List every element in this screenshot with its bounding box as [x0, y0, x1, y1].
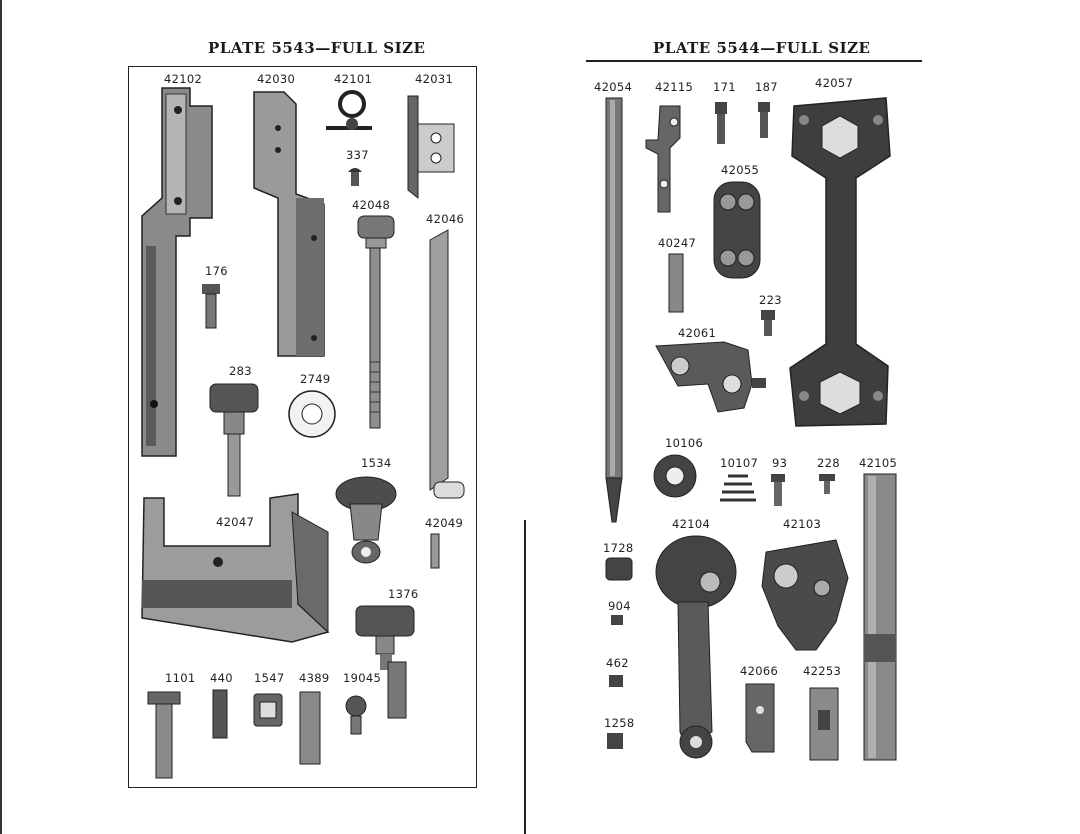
nut-1547-illustration [253, 693, 283, 727]
link-42055-illustration [713, 181, 761, 279]
screw-176-illustration [202, 284, 220, 329]
right-plate-title: PLATE 5544—FULL SIZE [653, 39, 871, 57]
part-label: 337 [346, 148, 369, 162]
wrench-42057-illustration [789, 97, 891, 427]
page-edge [0, 0, 2, 834]
part-label: 171 [713, 80, 736, 94]
part-label: 223 [759, 293, 782, 307]
clamp-42061-illustration [655, 341, 766, 413]
screw-171-illustration [715, 102, 727, 144]
part-label: 93 [772, 456, 788, 470]
part-label: 42066 [740, 664, 779, 678]
long-bracket-illustration [141, 87, 213, 457]
part-label: 10106 [665, 436, 704, 450]
shaft-42105-illustration [863, 473, 897, 761]
part-label: 42054 [594, 80, 633, 94]
part-label: 42105 [859, 456, 898, 470]
part-label: 462 [606, 656, 629, 670]
nut-1728-illustration [605, 557, 633, 581]
bracket-42115-illustration [645, 105, 681, 213]
screw-337-illustration [348, 168, 362, 186]
screw-93-illustration [771, 474, 785, 506]
right-plate-rule [586, 60, 922, 62]
ball-stud-19045-illustration [345, 695, 367, 735]
spring-10107-illustration [720, 474, 756, 502]
part-label: 42253 [803, 664, 842, 678]
left-plate-title: PLATE 5543—FULL SIZE [208, 39, 426, 57]
crank-42104-illustration [655, 535, 737, 759]
left-plate-frame [128, 66, 477, 788]
screw-187-illustration [758, 102, 770, 138]
part-label: 42103 [783, 517, 822, 531]
bushing-42253-illustration [809, 687, 839, 761]
thumb-screw-1376-illustration [355, 605, 415, 719]
clamp-42103-illustration [761, 539, 849, 651]
block-42066-illustration [745, 683, 775, 753]
part-label: 440 [210, 671, 233, 685]
part-label: 10107 [720, 456, 759, 470]
long-thumb-screw-illustration [357, 215, 395, 429]
part-label: 42047 [216, 515, 255, 529]
part-label: 42101 [334, 72, 373, 86]
flat-plate-illustration [253, 91, 325, 357]
washer-illustration [288, 390, 336, 438]
stud-440-illustration [212, 689, 228, 739]
pin-40247-illustration [668, 253, 684, 313]
part-label: 4389 [299, 671, 330, 685]
nut-1258-illustration [607, 733, 623, 749]
part-label: 1547 [254, 671, 285, 685]
part-label: 42115 [655, 80, 694, 94]
part-label: 42055 [721, 163, 760, 177]
part-label: 904 [608, 599, 631, 613]
part-label: 187 [755, 80, 778, 94]
knurled-thumb-screw-illustration [209, 383, 259, 497]
pin-42049-illustration [430, 533, 440, 569]
ring-10106-illustration [653, 454, 697, 498]
part-label: 1101 [165, 671, 196, 685]
part-label: 1376 [388, 587, 419, 601]
part-label: 42104 [672, 517, 711, 531]
part-label: 42061 [678, 326, 717, 340]
part-label: 42049 [425, 516, 464, 530]
knob-1534-illustration [335, 476, 397, 564]
long-rod-42054-illustration [605, 97, 623, 523]
part-label: 176 [205, 264, 228, 278]
part-label: 40247 [658, 236, 697, 250]
flat-bar-illustration [429, 229, 465, 499]
part-label: 1728 [603, 541, 634, 555]
part-label: 42048 [352, 198, 391, 212]
nut-462-illustration [609, 675, 623, 687]
wire-hook-illustration [326, 90, 372, 130]
block-42047-illustration [141, 493, 330, 643]
part-label: 42046 [426, 212, 465, 226]
small-bracket-illustration [407, 95, 455, 200]
part-label: 1534 [361, 456, 392, 470]
book-gutter [524, 520, 526, 834]
part-label: 2749 [300, 372, 331, 386]
screw-223-illustration [761, 310, 775, 336]
part-label: 42102 [164, 72, 203, 86]
part-label: 19045 [343, 671, 382, 685]
part-label: 42031 [415, 72, 454, 86]
part-label: 42057 [815, 76, 854, 90]
screw-228-illustration [819, 474, 835, 494]
screw-1101-illustration [147, 691, 181, 779]
part-label: 42030 [257, 72, 296, 86]
nut-904-illustration [611, 615, 623, 625]
part-label: 283 [229, 364, 252, 378]
sleeve-4389-illustration [299, 691, 321, 765]
part-label: 228 [817, 456, 840, 470]
part-label: 1258 [604, 716, 635, 730]
